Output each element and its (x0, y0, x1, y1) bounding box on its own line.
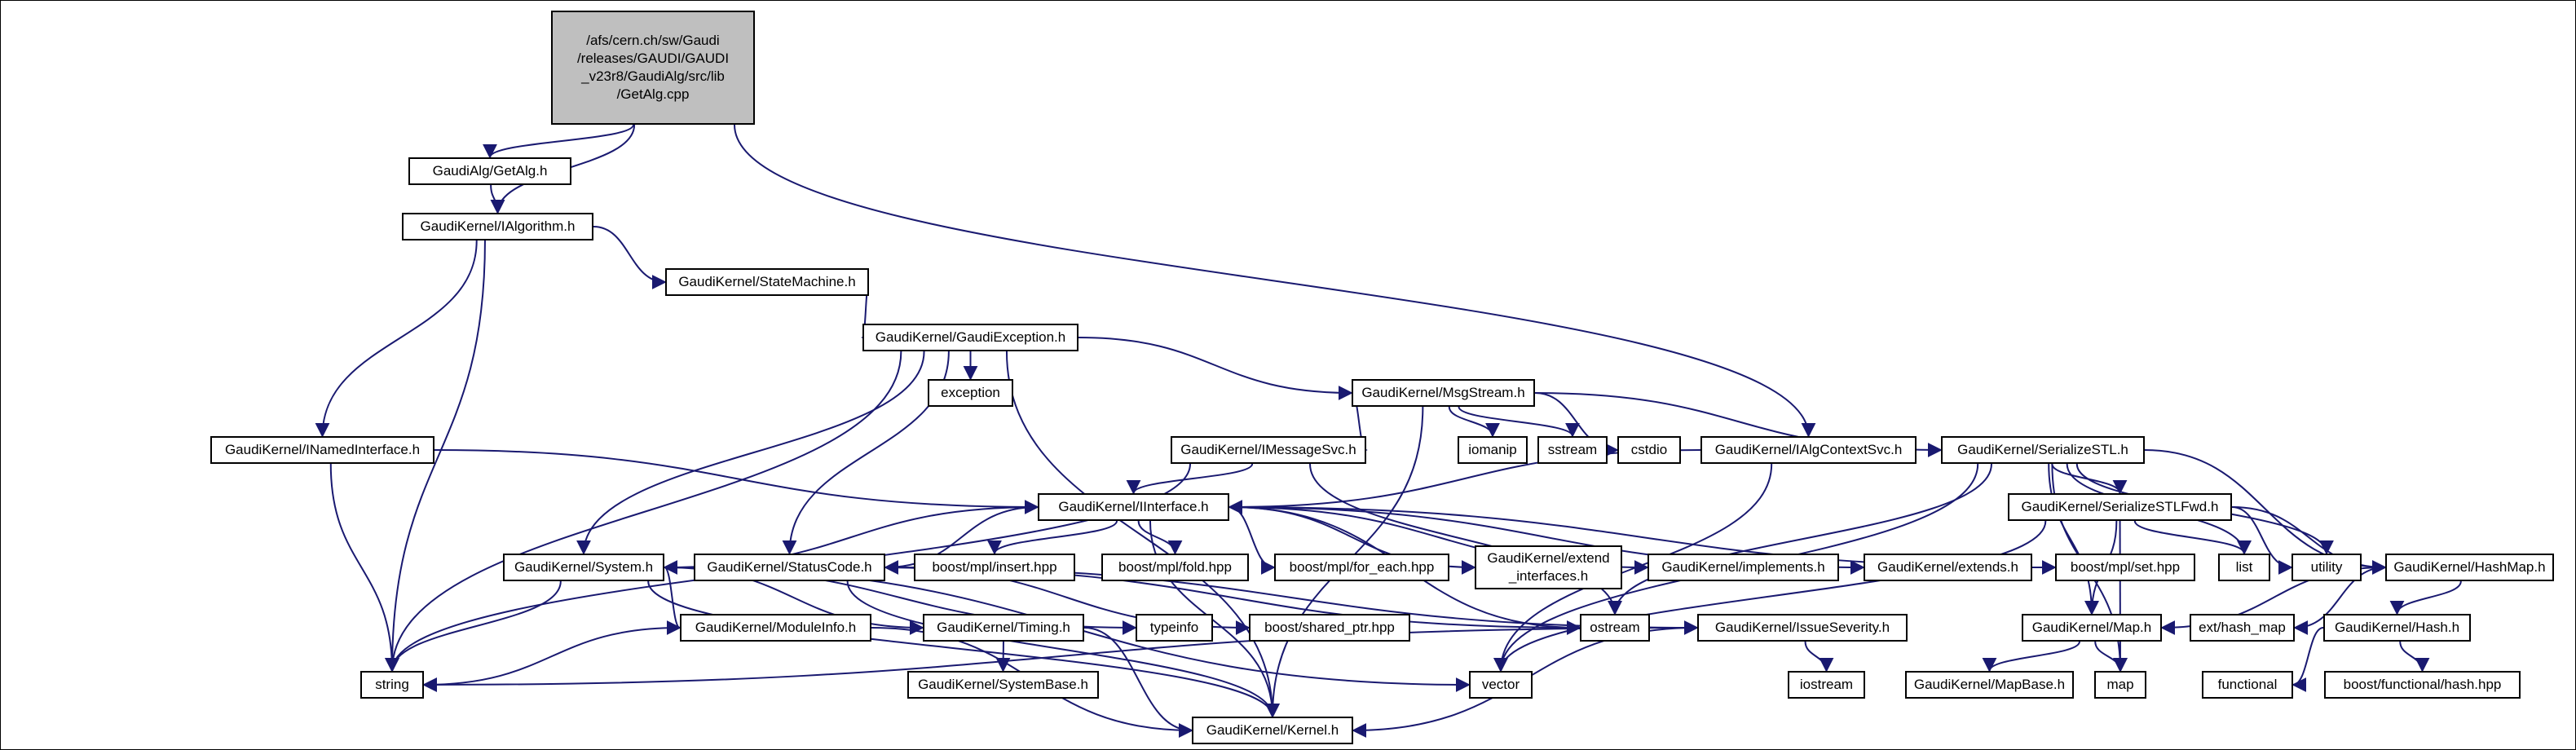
edge-statuscode-h--kernel-h (846, 580, 1280, 718)
edge-system-h--moduleinfo-h (664, 567, 681, 635)
node-mpl-set[interactable]: boost/mpl/set.hpp (2055, 554, 2195, 581)
edge-gaudiexception-h--statuscode-h (782, 351, 950, 555)
node-extend-interfaces-h[interactable]: GaudiKernel/extend _interfaces.h (1475, 545, 1622, 589)
edge-iinterface-h--mpl-for-each (1228, 506, 1276, 575)
node-root: /afs/cern.ch/sw/Gaudi /releases/GAUDI/GA… (551, 11, 755, 125)
node-issueseverity-h[interactable]: GaudiKernel/IssueSeverity.h (1697, 614, 1908, 642)
edge-system-h--kernel-h (647, 580, 1280, 718)
edge-hash-h--functional (2291, 627, 2324, 692)
edge-ialgcontextsvc-h--iinterface-h (1228, 449, 1701, 514)
edge-gaudiexception-h--system-h (576, 351, 925, 555)
node-extends-h[interactable]: GaudiKernel/extends.h (1864, 554, 2032, 581)
node-boost-functional-hash-hpp[interactable]: boost/functional/hash.hpp (2324, 671, 2521, 699)
node-functional[interactable]: functional (2202, 671, 2293, 699)
node-systembase-h[interactable]: GaudiKernel/SystemBase.h (907, 671, 1099, 699)
node-statemachine-h[interactable]: GaudiKernel/StateMachine.h (665, 268, 869, 296)
node-serializestl-h[interactable]: GaudiKernel/SerializeSTL.h (1941, 436, 2145, 464)
node-mpl-fold[interactable]: boost/mpl/fold.hpp (1101, 554, 1249, 581)
node-msgstream-h[interactable]: GaudiKernel/MsgStream.h (1352, 379, 1535, 407)
edge-gaudiexception-h--kernel-h (1005, 351, 1280, 718)
edge-hash-h--boost-functional-hash-hpp (2399, 641, 2430, 673)
edge-gaudiexception-h--string (385, 351, 902, 673)
node-iinterface-h[interactable]: GaudiKernel/IInterface.h (1038, 493, 1229, 521)
edge-moduleinfo-h--string (422, 627, 681, 692)
node-shared-ptr-hpp[interactable]: boost/shared_ptr.hpp (1249, 614, 1410, 642)
edge-getalg-h--ialgorithm-h (490, 184, 505, 214)
edge-iinterface-h--mpl-insert (987, 520, 1118, 555)
edge-serializestl-h--serializestlfwd-h (2051, 463, 2128, 495)
node-iostream[interactable]: iostream (1788, 671, 1865, 699)
edge-serializestlfwd-h--utility (2231, 506, 2293, 575)
edge-msgstream-h--sstream (1458, 406, 1580, 438)
edge-iinterface-h--mpl-fold (1137, 520, 1183, 555)
edge-serializestl-h--ostream (1608, 463, 1992, 615)
node-iomanip[interactable]: iomanip (1458, 436, 1528, 464)
edge-root--ialgcontextsvc-h (734, 124, 1816, 438)
edge-issueseverity-h--string (422, 627, 1698, 692)
node-gaudiexception-h[interactable]: GaudiKernel/GaudiException.h (862, 324, 1078, 351)
edge-inamedinterface-h--iinterface-h (434, 449, 1039, 514)
node-imessagesvc-h[interactable]: GaudiKernel/IMessageSvc.h (1171, 436, 1366, 464)
edge-gaudiexception-h--msgstream-h (1078, 337, 1353, 400)
edge-system-h--string (385, 580, 562, 673)
node-list[interactable]: list (2218, 554, 2270, 581)
node-timing-h[interactable]: GaudiKernel/Timing.h (923, 614, 1084, 642)
edge-iinterface-h--statuscode-h (884, 506, 1039, 575)
edge-map-h--map (2094, 641, 2128, 673)
node-ext-hash-map[interactable]: ext/hash_map (2190, 614, 2295, 642)
node-moduleinfo-h[interactable]: GaudiKernel/ModuleInfo.h (680, 614, 871, 642)
edge-hashmap-h--ext-hash-map (2293, 567, 2386, 635)
node-cstdio[interactable]: cstdio (1617, 436, 1681, 464)
node-utility[interactable]: utility (2291, 554, 2362, 581)
node-getalg-h[interactable]: GaudiAlg/GetAlg.h (408, 157, 571, 185)
edge-timing-h--kernel-h (1083, 627, 1193, 738)
edge-imessagesvc-h--iinterface-h (1126, 463, 1254, 495)
edge-map-h--mapbase-h (1982, 641, 2080, 673)
node-mpl-for-each[interactable]: boost/mpl/for_each.hpp (1274, 554, 1449, 581)
node-exception[interactable]: exception (928, 379, 1013, 407)
node-implements-h[interactable]: GaudiKernel/implements.h (1647, 554, 1839, 581)
edge-ialgorithm-h--statemachine-h (593, 226, 667, 289)
node-kernel-h[interactable]: GaudiKernel/Kernel.h (1192, 717, 1353, 744)
edge-serializestl-h--map-h (2048, 463, 2099, 615)
node-hash-h[interactable]: GaudiKernel/Hash.h (2323, 614, 2471, 642)
node-ostream[interactable]: ostream (1580, 614, 1650, 642)
node-statuscode-h[interactable]: GaudiKernel/StatusCode.h (694, 554, 885, 581)
node-vector[interactable]: vector (1469, 671, 1533, 699)
node-hashmap-h[interactable]: GaudiKernel/HashMap.h (2385, 554, 2554, 581)
edge-issueseverity-h--iostream (1804, 641, 1834, 673)
edge-inamedinterface-h--string (329, 463, 399, 673)
node-typeinfo[interactable]: typeinfo (1136, 614, 1213, 642)
edge-hashmap-h--hash-h (2389, 580, 2462, 615)
edge-root--getalg-h (483, 124, 634, 159)
node-sstream[interactable]: sstream (1537, 436, 1608, 464)
edge-ialgorithm-h--inamedinterface-h (315, 240, 478, 438)
edge-serializestlfwd-h--list (2133, 520, 2252, 555)
edge-ialgorithm-h--string (385, 240, 486, 673)
node-mpl-insert[interactable]: boost/mpl/insert.hpp (914, 554, 1075, 581)
node-map[interactable]: map (2094, 671, 2146, 699)
node-string[interactable]: string (360, 671, 424, 699)
node-system-h[interactable]: GaudiKernel/System.h (503, 554, 664, 581)
node-ialgorithm-h[interactable]: GaudiKernel/IAlgorithm.h (402, 213, 593, 240)
node-inamedinterface-h[interactable]: GaudiKernel/INamedInterface.h (210, 436, 434, 464)
node-serializestlfwd-h[interactable]: GaudiKernel/SerializeSTLFwd.h (2008, 493, 2232, 521)
node-mapbase-h[interactable]: GaudiKernel/MapBase.h (1905, 671, 2074, 699)
edge-msgstream-h--iomanip (1448, 406, 1500, 438)
edge-serializestlfwd-h--vector (1493, 520, 2047, 673)
node-map-h[interactable]: GaudiKernel/Map.h (2022, 614, 2162, 642)
node-ialgcontextsvc-h[interactable]: GaudiKernel/IAlgContextSvc.h (1700, 436, 1917, 464)
